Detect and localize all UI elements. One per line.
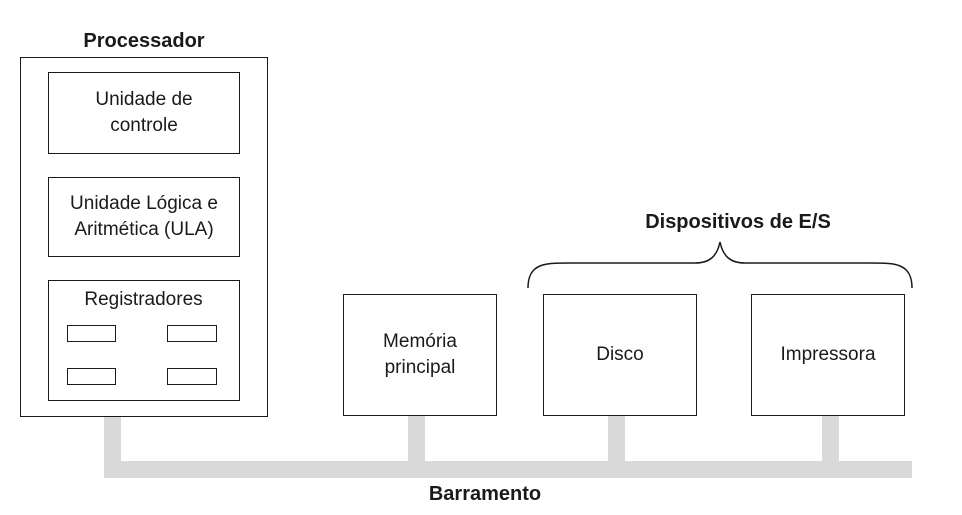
- io-brace: [527, 241, 913, 289]
- registers-label: Registradores: [84, 289, 203, 310]
- bus-connector-memory: [408, 414, 425, 464]
- bus-line: [104, 461, 912, 478]
- processor-title: Processador: [83, 30, 205, 52]
- control-unit-box: Unidade de controle: [48, 72, 240, 154]
- register-cell: [67, 368, 116, 385]
- register-cell: [167, 325, 217, 342]
- bus-connector-printer: [822, 414, 839, 464]
- registers-box: Registradores: [48, 280, 240, 401]
- bus-connector-disk: [608, 414, 625, 464]
- main-memory-box: Memória principal: [343, 294, 497, 416]
- alu-box: Unidade Lógica e Aritmética (ULA): [48, 177, 240, 257]
- printer-box: Impressora: [751, 294, 905, 416]
- bus-connector-processor: [104, 414, 121, 464]
- bus-label: Barramento: [428, 483, 542, 505]
- io-devices-title: Dispositivos de E/S: [645, 211, 831, 233]
- register-cell: [167, 368, 217, 385]
- disk-box: Disco: [543, 294, 697, 416]
- register-cell: [67, 325, 116, 342]
